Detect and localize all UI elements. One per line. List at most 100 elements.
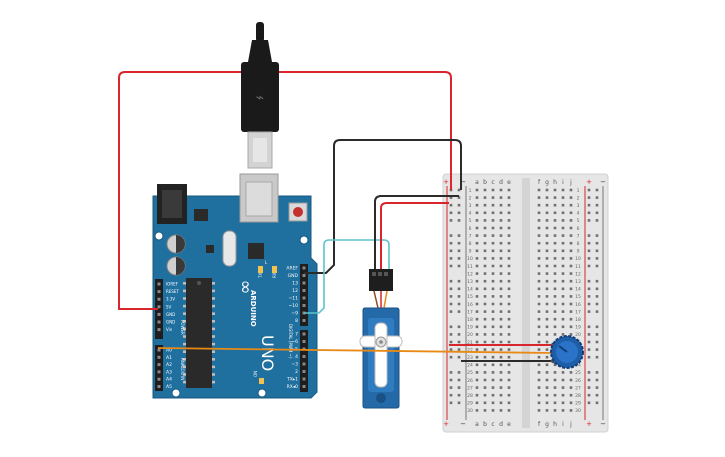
wire-cyan-signal[interactable] bbox=[304, 239, 390, 314]
bb-row-number-left: 22 bbox=[467, 347, 473, 353]
bb-col-letter-bottom: j bbox=[569, 421, 572, 428]
bb-row-number-left: 21 bbox=[467, 340, 473, 346]
analog-pin-label: A1 bbox=[166, 355, 172, 361]
bb-row-number-left: 14 bbox=[467, 287, 473, 293]
bb-col-letter-top: e bbox=[507, 179, 511, 186]
bb-row-number-right: 7 bbox=[577, 233, 580, 239]
bb-row-number-left: 1 bbox=[469, 188, 472, 194]
wire-servo-black[interactable] bbox=[374, 195, 459, 271]
bb-col-letter-bottom: g bbox=[545, 421, 549, 428]
bb-row-number-right: 27 bbox=[575, 385, 581, 391]
bb-row-number-left: 27 bbox=[467, 385, 473, 391]
bb-row-number-left: 30 bbox=[467, 408, 473, 414]
digital-pin-label: ~11 bbox=[289, 296, 299, 302]
wire-red-5v[interactable] bbox=[118, 71, 452, 310]
wire-servo-red[interactable] bbox=[380, 202, 449, 271]
digital-pin-label: 4 bbox=[295, 354, 298, 360]
bb-col-letter-top: a bbox=[475, 179, 479, 186]
bb-row-number-right: 13 bbox=[575, 279, 581, 285]
bb-col-letter-top: h bbox=[553, 179, 557, 186]
bb-row-number-right: 19 bbox=[575, 325, 581, 331]
bb-col-letter-bottom: i bbox=[562, 421, 564, 428]
bb-col-letter-bottom: e bbox=[507, 421, 511, 428]
bb-row-number-right: 30 bbox=[575, 408, 581, 414]
bb-col-letter-top: i bbox=[562, 179, 564, 186]
analog-pin-label: A2 bbox=[166, 362, 172, 368]
arduino-model-label: UNO bbox=[258, 335, 277, 371]
digital-pin-label: 2 bbox=[295, 369, 298, 375]
bb-row-number-left: 15 bbox=[467, 294, 473, 300]
bb-row-number-left: 2 bbox=[469, 195, 472, 201]
l-led-label: L bbox=[265, 260, 268, 265]
digital-pin-label: 8 bbox=[295, 318, 298, 324]
bb-row-number-right: 17 bbox=[575, 309, 581, 315]
power-pin-label: Vin bbox=[166, 327, 173, 332]
bb-row-number-left: 29 bbox=[467, 401, 473, 407]
analog-header bbox=[155, 345, 163, 391]
bb-row-number-right: 6 bbox=[577, 226, 580, 232]
bb-row-number-left: 25 bbox=[467, 370, 473, 376]
power-pin-label: GND bbox=[166, 312, 175, 317]
bb-row-number-right: 1 bbox=[577, 188, 580, 194]
bb-row-number-left: 11 bbox=[467, 264, 473, 270]
wire-black-gnd[interactable] bbox=[304, 139, 462, 274]
bb-col-letter-top: j bbox=[569, 179, 572, 186]
rx-label: RX bbox=[272, 272, 277, 278]
bb-row-number-right: 2 bbox=[577, 195, 580, 201]
wires[interactable] bbox=[118, 71, 553, 362]
bb-row-number-right: 16 bbox=[575, 302, 581, 308]
atmega-chip bbox=[186, 278, 212, 388]
bb-row-number-left: 26 bbox=[467, 378, 473, 384]
rail-plus-label-bottom-left: + bbox=[443, 420, 449, 428]
analog-pin-label: A4 bbox=[166, 377, 172, 383]
rail-minus-label-top-left: − bbox=[460, 178, 466, 186]
analog-header-title: ANALOG IN bbox=[180, 358, 185, 380]
rail-minus-label-top-right: − bbox=[600, 178, 606, 186]
power-pin-label: 5V bbox=[166, 304, 172, 309]
bb-col-letter-bottom: d bbox=[499, 421, 503, 428]
bb-row-number-right: 24 bbox=[575, 363, 581, 369]
bb-col-letter-bottom: c bbox=[491, 421, 494, 428]
digital-header-title: DIGITAL (PWM ~) bbox=[288, 324, 293, 359]
digital-pin-label: TX▸1 bbox=[286, 377, 298, 383]
digital-pin-label: ~3 bbox=[291, 362, 298, 368]
bb-row-number-right: 15 bbox=[575, 294, 581, 300]
bb-row-number-right: 11 bbox=[575, 264, 581, 270]
bb-col-letter-top: b bbox=[483, 179, 487, 186]
bb-row-number-left: 24 bbox=[467, 363, 473, 369]
bb-row-number-left: 19 bbox=[467, 325, 473, 331]
tx-label: TX bbox=[258, 273, 263, 279]
digital-header-top bbox=[300, 264, 308, 326]
analog-pin-label: A3 bbox=[166, 369, 172, 375]
digital-header-bottom bbox=[300, 330, 308, 392]
digital-pin-label: AREF bbox=[286, 266, 298, 272]
bb-col-letter-top: c bbox=[491, 179, 494, 186]
potentiometer[interactable] bbox=[550, 335, 584, 369]
digital-pin-label: GND bbox=[288, 273, 299, 279]
rail-plus-label-top-left: + bbox=[443, 178, 449, 186]
micro-servo[interactable] bbox=[359, 269, 403, 409]
bb-row-number-left: 4 bbox=[469, 211, 472, 217]
bb-row-number-left: 18 bbox=[467, 317, 473, 323]
analog-pin-label: A0 bbox=[166, 348, 172, 354]
power-pin-label: RESET bbox=[166, 289, 179, 294]
rail-minus-label-bottom-left: − bbox=[460, 420, 466, 428]
bb-row-number-left: 8 bbox=[469, 241, 472, 247]
bb-row-number-left: 13 bbox=[467, 279, 473, 285]
bb-row-number-right: 9 bbox=[577, 249, 580, 255]
digital-pin-label: RX◂0 bbox=[287, 384, 298, 390]
power-pin-label: IOREF bbox=[166, 282, 179, 287]
bb-col-letter-bottom: b bbox=[483, 421, 487, 428]
usb-cable[interactable]: ⌁ bbox=[241, 22, 279, 169]
bb-row-number-left: 28 bbox=[467, 393, 473, 399]
wire-orange-a0[interactable] bbox=[157, 347, 554, 354]
bb-row-number-right: 18 bbox=[575, 317, 581, 323]
bb-row-number-right: 28 bbox=[575, 393, 581, 399]
bb-row-number-right: 20 bbox=[575, 332, 581, 338]
on-led-label: ON bbox=[253, 371, 258, 377]
bb-col-letter-top: d bbox=[499, 179, 503, 186]
power-header bbox=[155, 279, 163, 339]
